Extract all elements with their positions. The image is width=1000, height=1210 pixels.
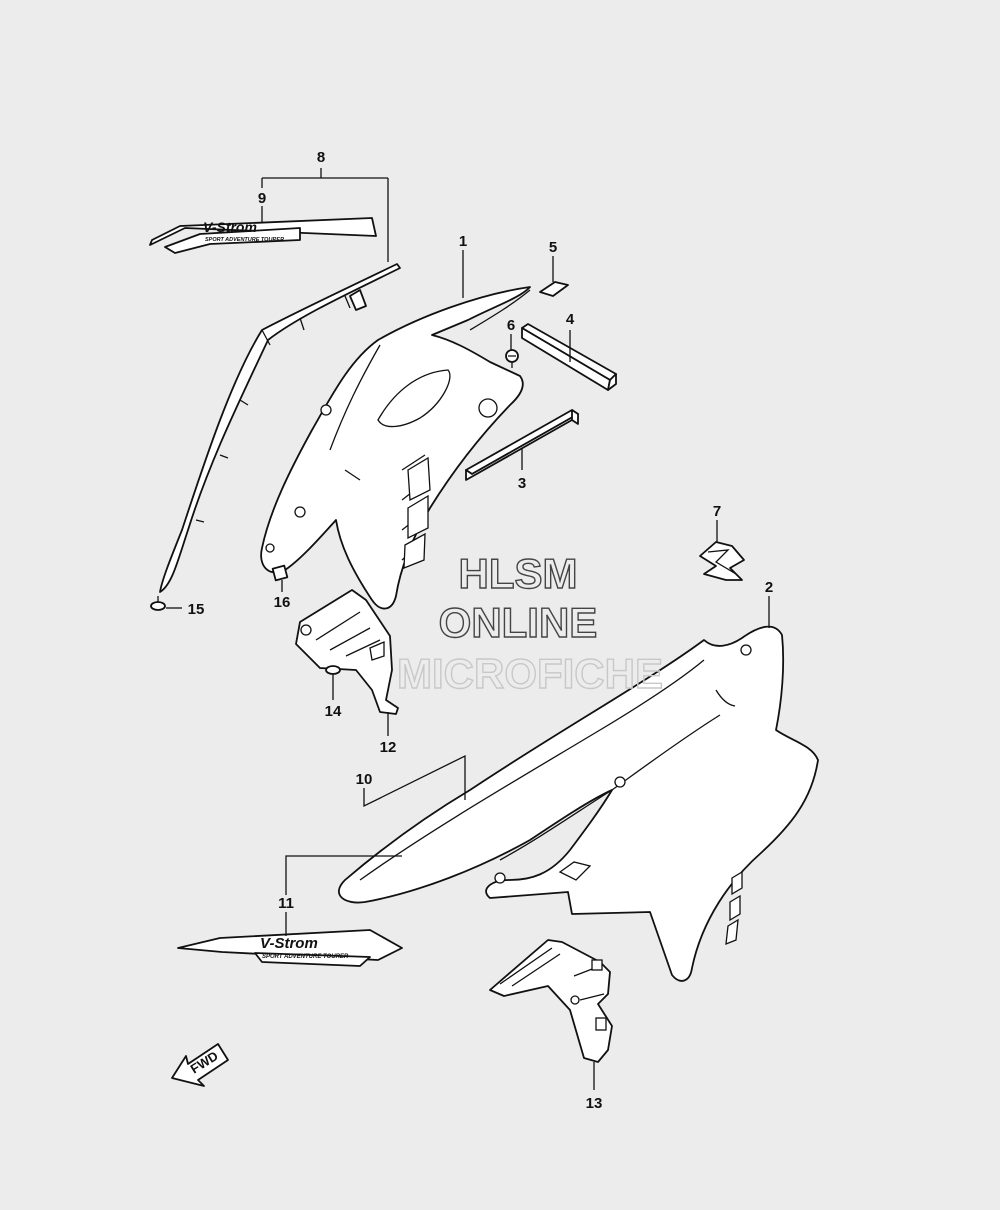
part-3-foam-strip[interactable]: [465, 409, 579, 481]
upper-decal-logo: V-Strom: [203, 219, 257, 235]
part-8-upper-strip[interactable]: [159, 263, 401, 593]
callout-3: 3: [518, 475, 526, 492]
lower-decal-tagline: SPORT ADVENTURE TOURER: [262, 954, 349, 960]
callout-1: 1: [459, 233, 467, 250]
callout-9: 9: [258, 190, 266, 207]
callout-10: 10: [356, 771, 373, 788]
lower-decal-logo: V-Strom: [260, 935, 318, 952]
part-13-bracket[interactable]: [489, 939, 613, 1063]
part-11-lower-decal[interactable]: V-Strom SPORT ADVENTURE TOURER: [177, 929, 403, 967]
callout-14: 14: [325, 703, 342, 720]
callout-5: 5: [549, 239, 557, 256]
part-1-inner-panel[interactable]: [260, 286, 531, 610]
part-16-nut[interactable]: [271, 564, 289, 582]
part-14-screw[interactable]: [325, 665, 341, 688]
watermark: HLSM ONLINE MICROFICHE: [396, 549, 663, 697]
callout-6: 6: [507, 317, 515, 334]
part-2-side-cowl[interactable]: [338, 625, 819, 982]
watermark-line-2: ONLINE: [439, 599, 598, 646]
callout-11: 11: [278, 895, 294, 912]
part-4-foam-strip[interactable]: [521, 323, 617, 391]
part-9-upper-decal[interactable]: V-Strom SPORT ADVENTURE TOURER: [149, 217, 377, 254]
upper-decal-tagline: SPORT ADVENTURE TOURER: [205, 237, 284, 243]
callout-16: 16: [274, 594, 291, 611]
callout-12: 12: [380, 739, 397, 756]
callout-15: 15: [188, 601, 205, 618]
callout-8: 8: [317, 149, 325, 166]
leader-lines: [166, 168, 770, 1090]
callout-2: 2: [765, 579, 773, 596]
callout-4: 4: [566, 311, 575, 328]
part-15-screw[interactable]: [150, 596, 166, 611]
callout-13: 13: [586, 1095, 603, 1112]
watermark-line-3: MICROFICHE: [397, 650, 663, 697]
part-5-pad[interactable]: [539, 281, 569, 297]
suzuki-s-emblem-icon[interactable]: [699, 541, 745, 581]
watermark-line-1: HLSM: [459, 550, 578, 597]
part-6-clip[interactable]: [505, 349, 519, 368]
forward-arrow-icon: FWD: [171, 1043, 229, 1087]
callout-7: 7: [713, 503, 721, 520]
part-12-bracket[interactable]: [295, 589, 399, 715]
callout-labels: 8 9 1 5 4 6 3 7 2 15 16 14 12 10 11 13: [188, 149, 774, 1112]
